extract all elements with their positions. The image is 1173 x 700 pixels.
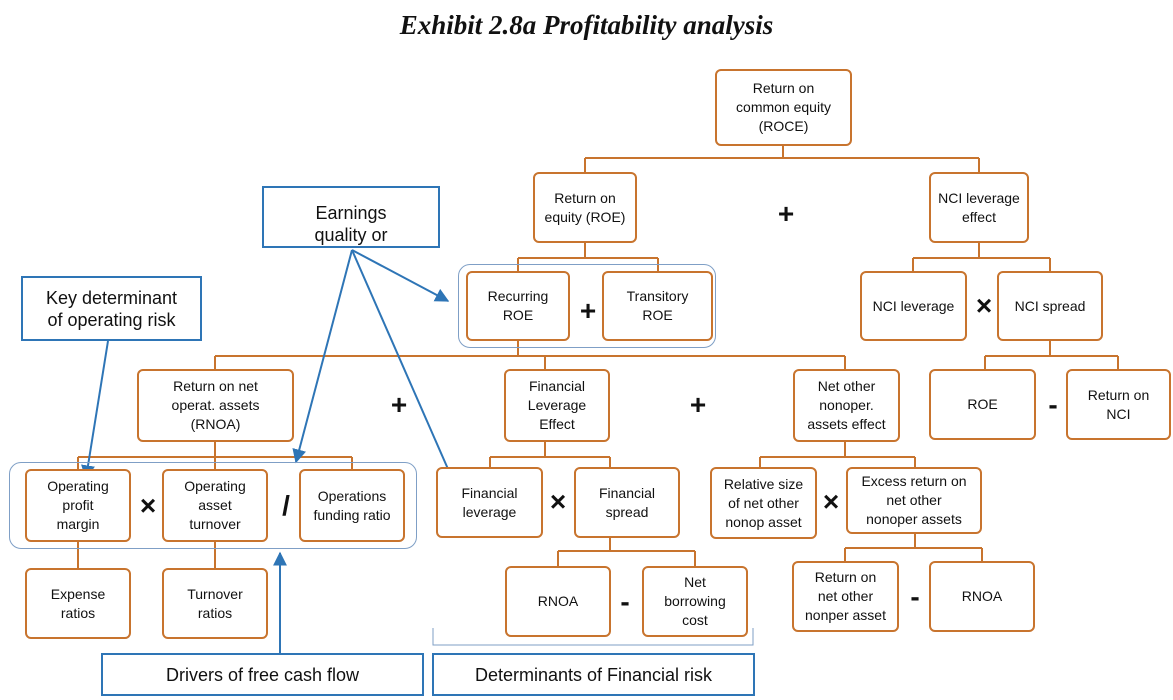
operating-drivers-group xyxy=(9,462,417,549)
operating-profit-margin-box: Operating profit margin xyxy=(25,469,131,542)
nonoper-assets-effect-box: Net other nonoper. assets effect xyxy=(793,369,900,442)
key-determinant-note: Key determinant of operating risk xyxy=(21,276,202,341)
financial-leverage-effect-box: Financial Leverage Effect xyxy=(504,369,610,442)
page-title: Exhibit 2.8a Profitability analysis xyxy=(399,10,774,40)
return-on-nci-box: Return on NCI xyxy=(1066,369,1171,440)
plus-operator: + xyxy=(689,389,707,420)
recurring-transitory-group xyxy=(458,264,716,348)
plus-operator: + xyxy=(777,198,795,229)
divide-operator: / xyxy=(282,490,290,521)
financial-spread-box: Financial spread xyxy=(574,467,680,538)
plus-operator: + xyxy=(579,295,597,326)
minus-operator: - xyxy=(910,581,920,612)
relative-size-box: Relative size of net other nonop asset xyxy=(710,467,817,539)
times-operator: × xyxy=(549,486,567,517)
excess-return-box: Excess return on net other nonoper asset… xyxy=(846,467,982,534)
roce-box: Return on common equity (ROCE) xyxy=(715,69,852,146)
nci-leverage-effect-box: NCI leverage effect xyxy=(929,172,1029,243)
financial-leverage-box: Financial leverage xyxy=(436,467,543,538)
times-operator: × xyxy=(975,290,993,321)
plus-operator: + xyxy=(390,389,408,420)
minus-operator: - xyxy=(620,586,630,617)
earnings-quality-note: Earnings quality or xyxy=(262,186,440,248)
operating-asset-turnover-box: Operating asset turnover xyxy=(162,469,268,542)
nci-spread-box: NCI spread xyxy=(997,271,1103,341)
expense-ratios-box: Expense ratios xyxy=(25,568,131,639)
rnoa-financial-box: RNOA xyxy=(505,566,611,637)
operations-funding-ratio-box: Operations funding ratio xyxy=(299,469,405,542)
minus-operator: - xyxy=(1048,389,1058,420)
transitory-roe-box: Transitory ROE xyxy=(602,271,713,341)
rnoa-nonoper-box: RNOA xyxy=(929,561,1035,632)
drivers-fcf-note: Drivers of free cash flow xyxy=(101,653,424,696)
turnover-ratios-box: Turnover ratios xyxy=(162,568,268,639)
recurring-roe-box: Recurring ROE xyxy=(466,271,570,341)
return-nonoper-box: Return on net other nonper asset xyxy=(792,561,899,632)
times-operator: × xyxy=(139,490,157,521)
roe-sub-box: ROE xyxy=(929,369,1036,440)
rnoa-main-box: Return on net operat. assets (RNOA) xyxy=(137,369,294,442)
nci-leverage-box: NCI leverage xyxy=(860,271,967,341)
net-borrowing-cost-box: Net borrowing cost xyxy=(642,566,748,637)
financial-risk-note: Determinants of Financial risk xyxy=(432,653,755,696)
roe-box: Return on equity (ROE) xyxy=(533,172,637,243)
times-operator: × xyxy=(822,486,840,517)
